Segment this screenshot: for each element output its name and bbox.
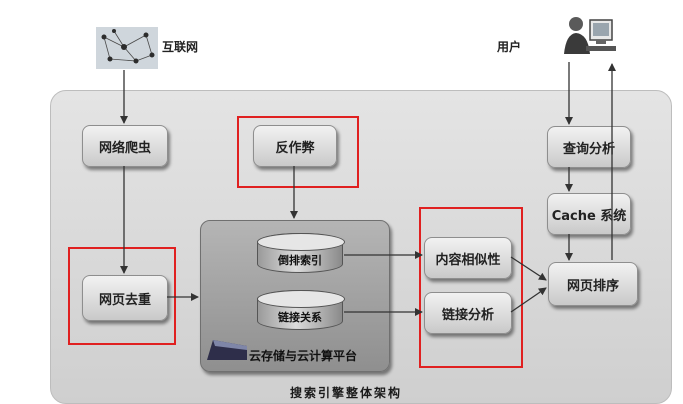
inverted-index-label: 倒排索引 [278, 254, 322, 267]
arrow-similarity-ranking [510, 256, 547, 281]
content-similarity-node: 内容相似性 [424, 237, 512, 279]
user-computer-icon [564, 17, 616, 54]
internet-label: 互联网 [162, 40, 199, 54]
analysis-highlight-box [419, 207, 523, 368]
user-label: 用户 [497, 40, 522, 54]
link-relation-database: 链接关系 [257, 290, 345, 330]
arrow-linkanalysis-ranking [510, 287, 547, 313]
ranking-node: 网页排序 [548, 262, 638, 306]
query-analysis-node: 查询分析 [547, 126, 631, 168]
dedup-node: 网页去重 [82, 275, 168, 321]
link-relation-label: 链接关系 [278, 311, 322, 324]
link-analysis-node: 链接分析 [424, 292, 512, 334]
anti-spam-node: 反作弊 [253, 125, 337, 167]
anti-spam-highlight-box [237, 116, 359, 188]
inverted-index-database: 倒排索引 [257, 233, 345, 273]
platform-logo-icon [207, 340, 247, 360]
diagram-caption: 搜索引擎整体架构 [290, 386, 403, 400]
dedup-highlight-box [68, 247, 176, 345]
cache-system-node: Cache 系统 [547, 193, 631, 235]
platform-label: 云存储与云计算平台 [249, 349, 358, 363]
crawler-node: 网络爬虫 [82, 125, 168, 167]
internet-network-icon [96, 27, 158, 69]
